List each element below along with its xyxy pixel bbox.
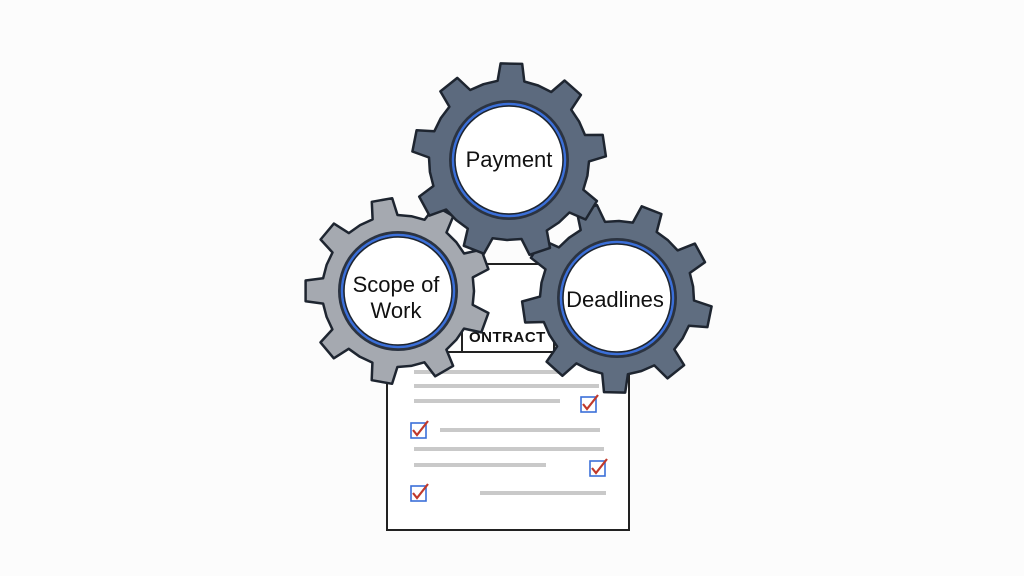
text-line (414, 384, 599, 388)
text-line (414, 447, 604, 451)
gear-face (454, 105, 564, 215)
text-line (414, 370, 564, 374)
gear-face (562, 243, 672, 353)
checkbox-checked-icon (580, 394, 599, 413)
checkbox-checked-icon (589, 458, 608, 477)
checkbox-checked-icon (410, 420, 429, 439)
text-line (414, 463, 546, 467)
contract-document: ONTRACT (386, 329, 630, 531)
gear-label-deadlines: Deadlines (566, 287, 664, 312)
gear-payment (411, 62, 608, 257)
gear-face (343, 236, 453, 346)
contract-sheet (386, 351, 630, 531)
checkbox-checked-icon (410, 483, 429, 502)
gear-label-scope-line-2: Work (371, 298, 423, 323)
gear-scope-of-work (304, 196, 490, 386)
gear-accent-ring (559, 240, 675, 356)
gear-accent-ring (340, 233, 456, 349)
text-line (414, 399, 560, 403)
gear-label-payment: Payment (466, 147, 553, 172)
gear-accent-ring (451, 102, 567, 218)
gear-deadlines (520, 203, 713, 394)
text-line (480, 491, 606, 495)
text-line (440, 428, 600, 432)
contract-title: ONTRACT (469, 329, 546, 346)
gear-label-scope-line-1: Scope of (353, 272, 441, 297)
